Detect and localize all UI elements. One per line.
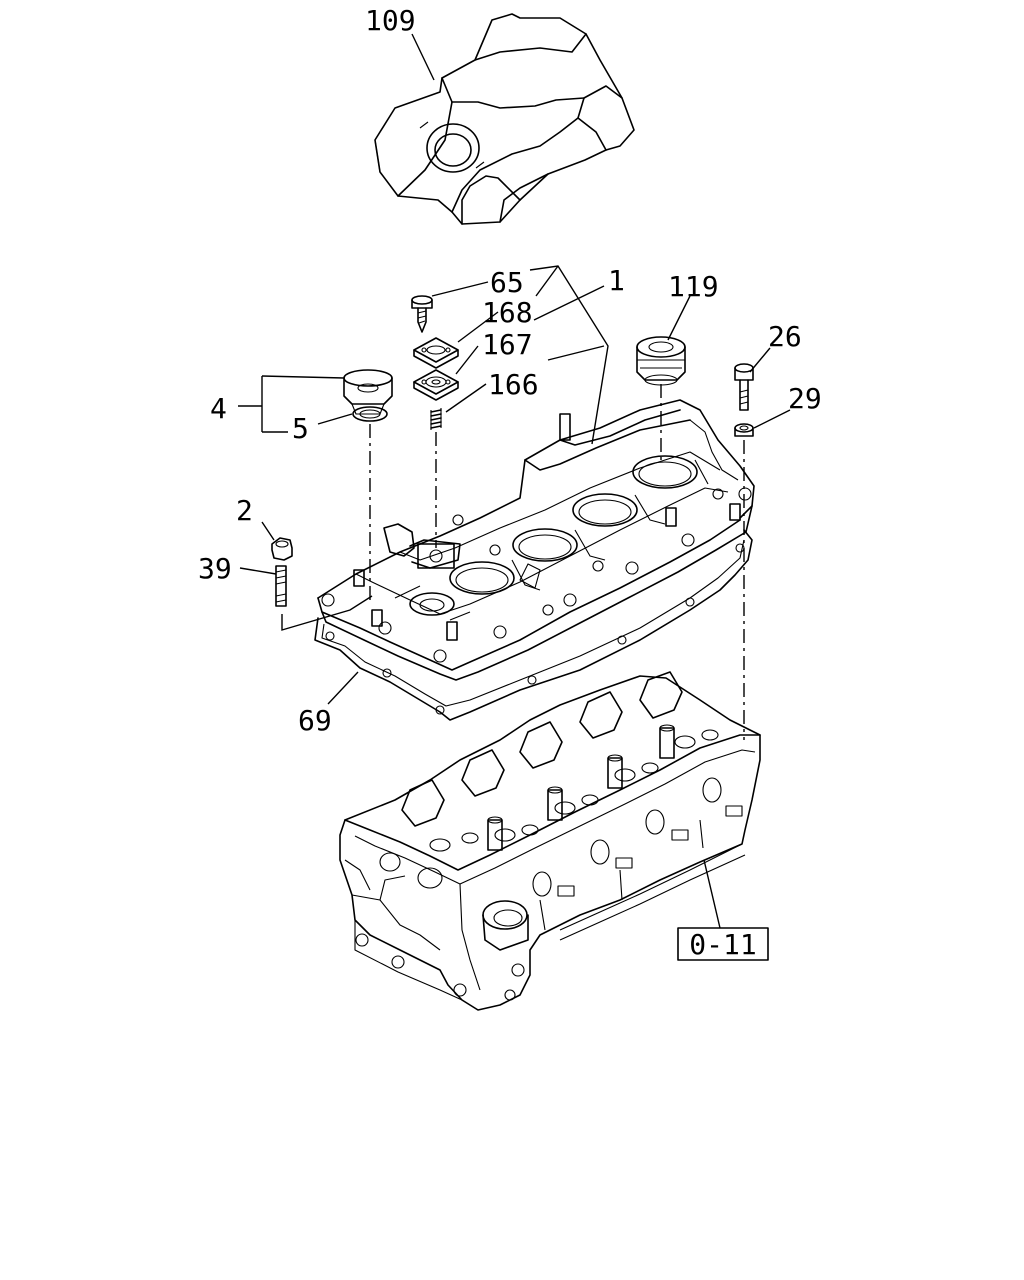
- callout-166: 166: [488, 368, 539, 401]
- callout-4: 4: [210, 392, 227, 425]
- leader-lines: [238, 33, 791, 929]
- gasket-icon: [314, 529, 753, 721]
- callout-2: 2: [236, 494, 253, 527]
- washer-icon: [734, 423, 754, 437]
- cylinder-head-icon: [339, 671, 761, 1011]
- nut-icon: [271, 537, 293, 561]
- callout-1: 1: [608, 264, 625, 297]
- callout-5: 5: [292, 412, 309, 445]
- screw-icon: [411, 295, 433, 333]
- callout-26: 26: [768, 320, 802, 353]
- callout-labels: 109 65 1 168 119 167 26 166 4 29 5 2 39 …: [198, 4, 822, 737]
- callout-109: 109: [365, 4, 416, 37]
- diaphragm-icon: [413, 369, 459, 401]
- assembly-lines: [369, 384, 745, 740]
- o-ring-icon: [352, 406, 388, 422]
- callout-39: 39: [198, 552, 232, 585]
- callout-168: 168: [482, 296, 533, 329]
- grommet-icon: [636, 336, 686, 386]
- callout-29: 29: [788, 382, 822, 415]
- bolt-icon: [734, 363, 754, 411]
- cylinder-head-cover-icon: [317, 399, 755, 681]
- reference-box[interactable]: 0-11: [677, 927, 769, 961]
- callout-65: 65: [490, 266, 524, 299]
- reference-box-label: 0-11: [689, 928, 756, 961]
- stud-icon: [275, 565, 287, 607]
- spring-icon: [430, 408, 442, 430]
- plate-icon: [413, 337, 459, 369]
- callout-167: 167: [482, 328, 533, 361]
- engine-cover-icon: [374, 13, 635, 225]
- callout-119: 119: [668, 270, 719, 303]
- callout-69: 69: [298, 704, 332, 737]
